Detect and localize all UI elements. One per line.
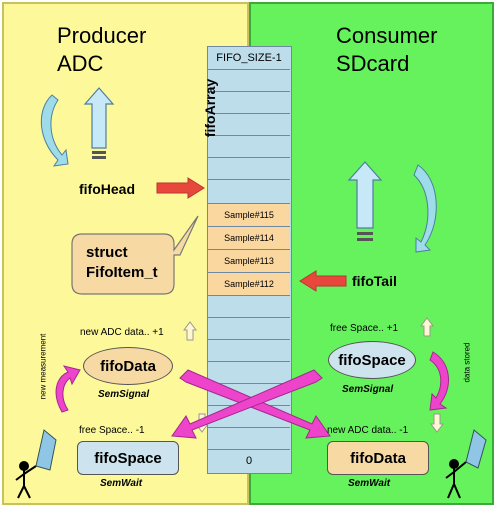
fifo-cell	[208, 69, 290, 91]
fifo-sample-cell: Sample#115	[208, 203, 290, 226]
fifo-cell	[208, 361, 290, 383]
consumer-up-arrow	[347, 161, 383, 241]
right-sem-signal-label: SemSignal	[342, 384, 394, 395]
fifo-head-label: fifoHead	[79, 181, 135, 197]
fifo-cell	[208, 339, 290, 361]
fifo-cell	[208, 383, 290, 405]
left-wait-caption: free Space.. -1	[79, 425, 145, 436]
fifo-cell	[208, 157, 290, 179]
fifo-cell	[208, 295, 290, 317]
left-fifospace-semaphore: fifoSpace	[77, 441, 179, 475]
fifo-sample-cell: Sample#112	[208, 272, 290, 295]
right-signal-caption: free Space.. +1	[330, 323, 399, 334]
left-sem-signal-label: SemSignal	[98, 389, 150, 400]
left-sem-wait-label: SemWait	[100, 478, 143, 489]
right-fifodata-semaphore: fifoData	[327, 441, 429, 475]
new-measurement-label: new measurement	[38, 333, 48, 400]
cross-arrow-space	[171, 369, 323, 439]
fifo-cell	[208, 427, 290, 449]
fifo-cell	[208, 113, 290, 135]
right-magenta-curve-arrow	[429, 351, 449, 411]
fifo-top-label: FIFO_SIZE-1	[216, 52, 282, 64]
consumer-figure-icon	[445, 429, 487, 499]
fifo-cell	[208, 91, 290, 113]
consumer-curved-arrow	[413, 164, 437, 253]
tail-pointer-arrow	[299, 270, 347, 292]
fifo-cell	[208, 317, 290, 339]
left-magenta-curve-arrow	[55, 365, 81, 413]
right-signal-up-arrow	[420, 317, 434, 337]
fifo-array: FIFO_SIZE-1 Sample#115 Sample#114 Sample…	[207, 46, 292, 474]
right-wait-down-arrow	[430, 413, 444, 433]
fifo-cell	[208, 135, 290, 157]
right-fifospace-semaphore: fifoSpace	[328, 341, 416, 379]
callout-bubble	[71, 215, 199, 295]
fifo-sample-cell: Sample#114	[208, 226, 290, 249]
left-signal-up-arrow	[183, 321, 197, 341]
fifo-sample-cell: Sample#113	[208, 249, 290, 272]
fifo-cell	[208, 179, 290, 201]
left-fifodata-semaphore: fifoData	[83, 347, 173, 385]
fifo-tail-label: fifoTail	[352, 273, 397, 289]
head-pointer-arrow	[156, 177, 205, 199]
producer-figure-icon	[15, 429, 57, 499]
producer-curved-arrow	[40, 94, 69, 167]
left-signal-caption: new ADC data.. +1	[80, 327, 164, 338]
right-wait-caption: new ADC data.. -1	[327, 425, 409, 436]
producer-up-arrow	[83, 87, 115, 159]
fifo-bottom-label: 0	[208, 449, 290, 472]
right-sem-wait-label: SemWait	[348, 478, 391, 489]
data-stored-label: data stored	[462, 342, 472, 383]
